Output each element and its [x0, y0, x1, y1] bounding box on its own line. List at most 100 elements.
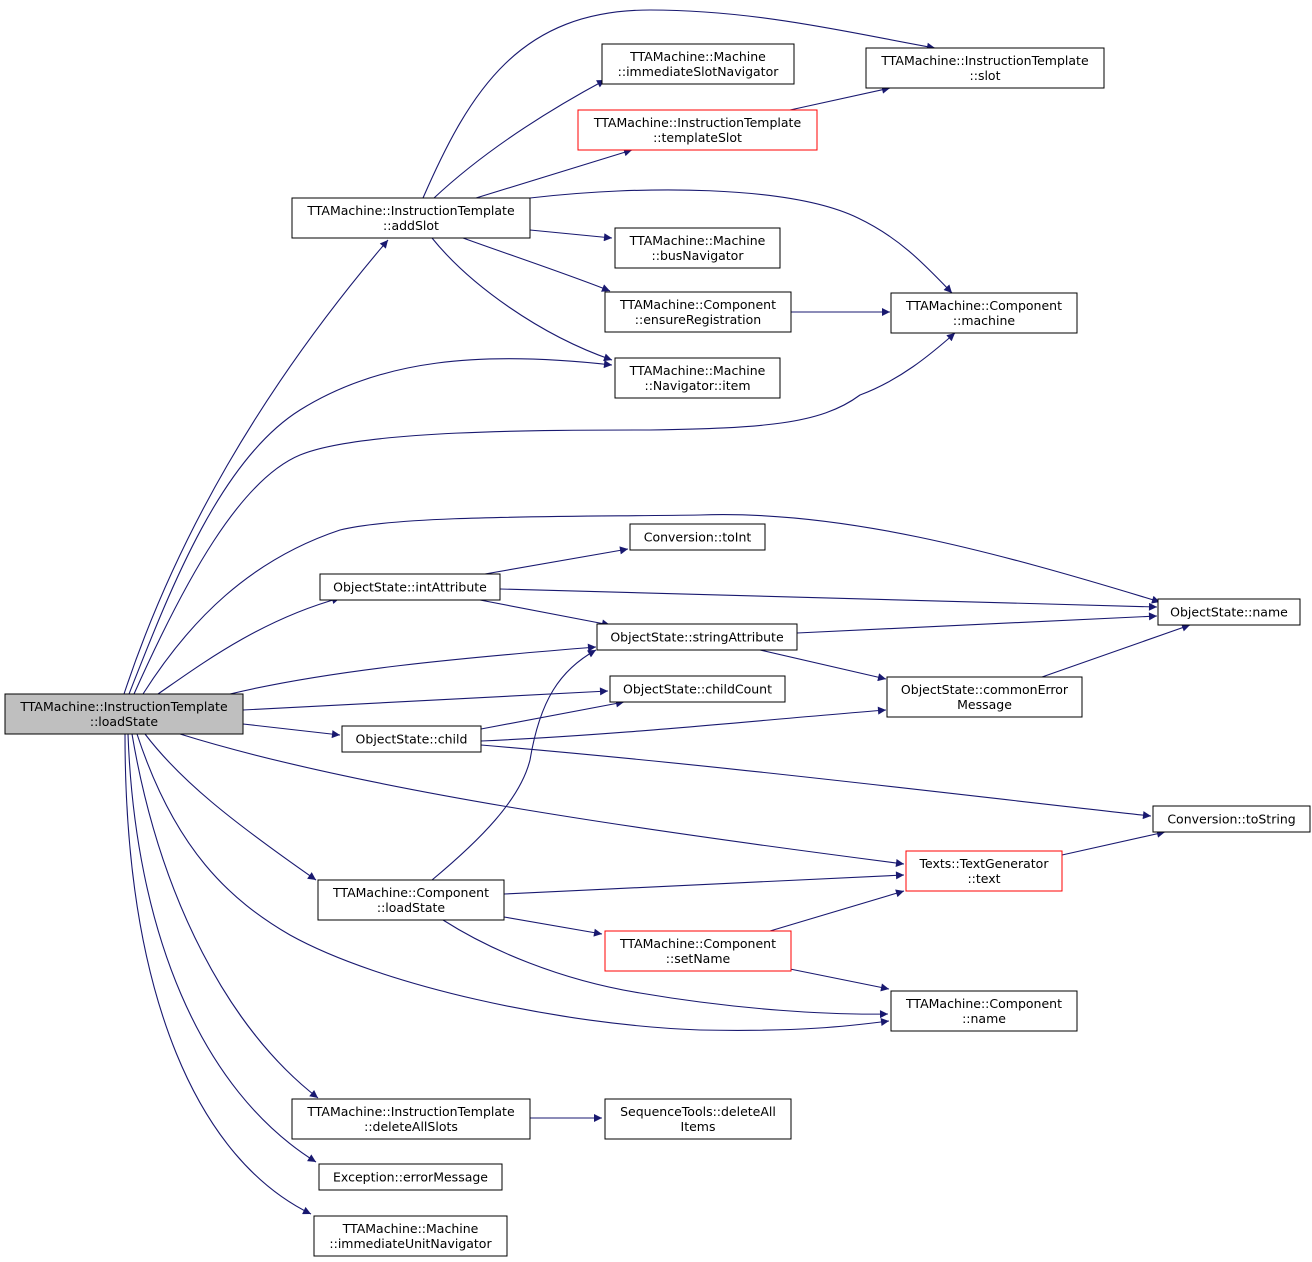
node-compMachine[interactable]: TTAMachine::Component::machine — [890, 292, 1078, 334]
node-label-root-0: TTAMachine::InstructionTemplate — [19, 699, 228, 714]
edge-root-to-addSlot — [123, 239, 389, 695]
edge-child-to-commonError — [480, 706, 887, 742]
node-box-addSlot — [291, 197, 531, 239]
edge-addSlot-to-slot — [422, 9, 936, 199]
node-label-slot-1: ::slot — [970, 68, 1001, 83]
node-label-navItem-1: ::Navigator::item — [644, 378, 750, 393]
node-templateSlot[interactable]: TTAMachine::InstructionTemplate::templat… — [577, 109, 818, 151]
edge-addSlot-to-compMachine — [529, 189, 953, 294]
edge-stringAttribute-to-commonError — [759, 649, 887, 682]
node-stringAttribute[interactable]: ObjectState::stringAttribute — [596, 623, 798, 651]
node-label-commonError-0: ObjectState::commonError — [901, 682, 1069, 697]
node-box-errorMessage — [318, 1163, 503, 1191]
node-label-text-1: ::text — [967, 871, 1000, 886]
node-toString[interactable]: Conversion::toString — [1152, 805, 1311, 833]
node-box-stringAttribute — [596, 623, 798, 651]
edge-addSlot-to-ensureRegistration — [462, 237, 611, 292]
node-deleteAllSlots[interactable]: TTAMachine::InstructionTemplate::deleteA… — [291, 1098, 531, 1140]
node-navItem[interactable]: TTAMachine::Machine::Navigator::item — [614, 357, 781, 399]
node-box-compMachine — [890, 292, 1078, 334]
edge-text-to-toString — [1061, 829, 1166, 856]
node-label-compLoadState-1: ::loadState — [377, 900, 446, 915]
edge-child-to-toString — [480, 744, 1152, 820]
node-label-deleteAllSlots-1: ::deleteAllSlots — [364, 1119, 458, 1134]
node-box-toString — [1152, 805, 1311, 833]
node-label-addSlot-1: ::addSlot — [383, 218, 439, 233]
node-label-toString-0: Conversion::toString — [1167, 812, 1295, 827]
node-box-commonError — [886, 676, 1083, 718]
node-box-templateSlot — [577, 109, 818, 151]
node-box-root — [4, 693, 244, 735]
node-label-immediateUnitNavigator-0: TTAMachine::Machine — [342, 1221, 479, 1236]
node-label-root-1: ::loadState — [90, 714, 159, 729]
node-label-setName-1: ::setName — [666, 951, 731, 966]
node-label-child-0: ObjectState::child — [356, 732, 468, 747]
node-box-toInt — [629, 523, 766, 551]
node-label-compLoadState-0: TTAMachine::Component — [332, 885, 489, 900]
edge-intAttribute-to-toInt — [484, 546, 629, 575]
node-box-compName — [890, 990, 1078, 1032]
node-box-childCount — [609, 675, 786, 703]
node-box-setName — [604, 930, 792, 972]
node-label-compName-1: ::name — [962, 1011, 1006, 1026]
node-errorMessage[interactable]: Exception::errorMessage — [318, 1163, 503, 1191]
node-box-deleteAllItems — [604, 1098, 792, 1140]
node-label-stringAttribute-0: ObjectState::stringAttribute — [610, 630, 784, 645]
node-ensureRegistration[interactable]: TTAMachine::Component::ensureRegistratio… — [604, 291, 792, 333]
node-addSlot[interactable]: TTAMachine::InstructionTemplate::addSlot — [291, 197, 531, 239]
edge-compLoadState-to-text — [503, 871, 905, 895]
node-busNavigator[interactable]: TTAMachine::Machine::busNavigator — [614, 227, 781, 269]
edge-addSlot-to-navItem — [431, 237, 613, 362]
node-label-ensureRegistration-1: ::ensureRegistration — [635, 312, 761, 327]
node-label-ensureRegistration-0: TTAMachine::Component — [619, 297, 776, 312]
node-box-busNavigator — [614, 227, 781, 269]
node-compLoadState[interactable]: TTAMachine::Component::loadState — [317, 879, 505, 921]
edge-addSlot-to-busNavigator — [529, 229, 613, 242]
node-label-busNavigator-1: ::busNavigator — [652, 248, 745, 263]
edge-root-to-immediateUnitNavigator — [124, 733, 312, 1215]
edge-root-to-text — [179, 733, 905, 867]
node-label-setName-0: TTAMachine::Component — [619, 936, 776, 951]
edge-setName-to-compName — [789, 968, 890, 992]
node-slot[interactable]: TTAMachine::InstructionTemplate::slot — [865, 47, 1105, 89]
node-box-compLoadState — [317, 879, 505, 921]
edge-intAttribute-to-stringAttribute — [479, 599, 611, 628]
node-label-immediateSlotNavigator-1: ::immediateSlotNavigator — [618, 64, 780, 79]
node-child[interactable]: ObjectState::child — [341, 725, 482, 753]
nodes-layer: TTAMachine::InstructionTemplate::loadSta… — [4, 43, 1311, 1257]
node-label-addSlot-0: TTAMachine::InstructionTemplate — [306, 203, 515, 218]
node-text[interactable]: Texts::TextGenerator::text — [905, 850, 1063, 892]
node-label-compMachine-0: TTAMachine::Component — [905, 298, 1062, 313]
node-root[interactable]: TTAMachine::InstructionTemplate::loadSta… — [4, 693, 244, 735]
edge-root-to-osName — [142, 514, 1161, 695]
node-label-navItem-0: TTAMachine::Machine — [629, 363, 766, 378]
edge-compLoadState-to-stringAttribute — [431, 649, 597, 881]
node-intAttribute[interactable]: ObjectState::intAttribute — [319, 573, 501, 601]
node-label-childCount-0: ObjectState::childCount — [623, 682, 772, 697]
node-box-deleteAllSlots — [291, 1098, 531, 1140]
node-label-intAttribute-0: ObjectState::intAttribute — [333, 580, 487, 595]
node-box-child — [341, 725, 482, 753]
node-toInt[interactable]: Conversion::toInt — [629, 523, 766, 551]
edge-root-to-compName — [136, 733, 890, 1031]
edge-addSlot-to-immediateSlotNavigator — [433, 79, 606, 199]
node-immediateUnitNavigator[interactable]: TTAMachine::Machine::immediateUnitNaviga… — [313, 1215, 508, 1257]
edge-root-to-intAttribute — [157, 596, 341, 695]
node-setName[interactable]: TTAMachine::Component::setName — [604, 930, 792, 972]
node-label-osName-0: ObjectState::name — [1170, 605, 1288, 620]
node-osName[interactable]: ObjectState::name — [1157, 598, 1301, 626]
edge-root-to-childCount — [242, 687, 609, 711]
node-label-toInt-0: Conversion::toInt — [644, 530, 752, 545]
node-box-osName — [1157, 598, 1301, 626]
node-box-text — [905, 850, 1063, 892]
edges-layer — [123, 9, 1191, 1215]
node-childCount[interactable]: ObjectState::childCount — [609, 675, 786, 703]
node-label-immediateUnitNavigator-1: ::immediateUnitNavigator — [329, 1236, 492, 1251]
edge-compLoadState-to-setName — [503, 916, 603, 937]
node-label-deleteAllItems-1: Items — [681, 1119, 716, 1134]
node-immediateSlotNavigator[interactable]: TTAMachine::Machine::immediateSlotNaviga… — [601, 43, 795, 85]
node-box-slot — [865, 47, 1105, 89]
node-compName[interactable]: TTAMachine::Component::name — [890, 990, 1078, 1032]
